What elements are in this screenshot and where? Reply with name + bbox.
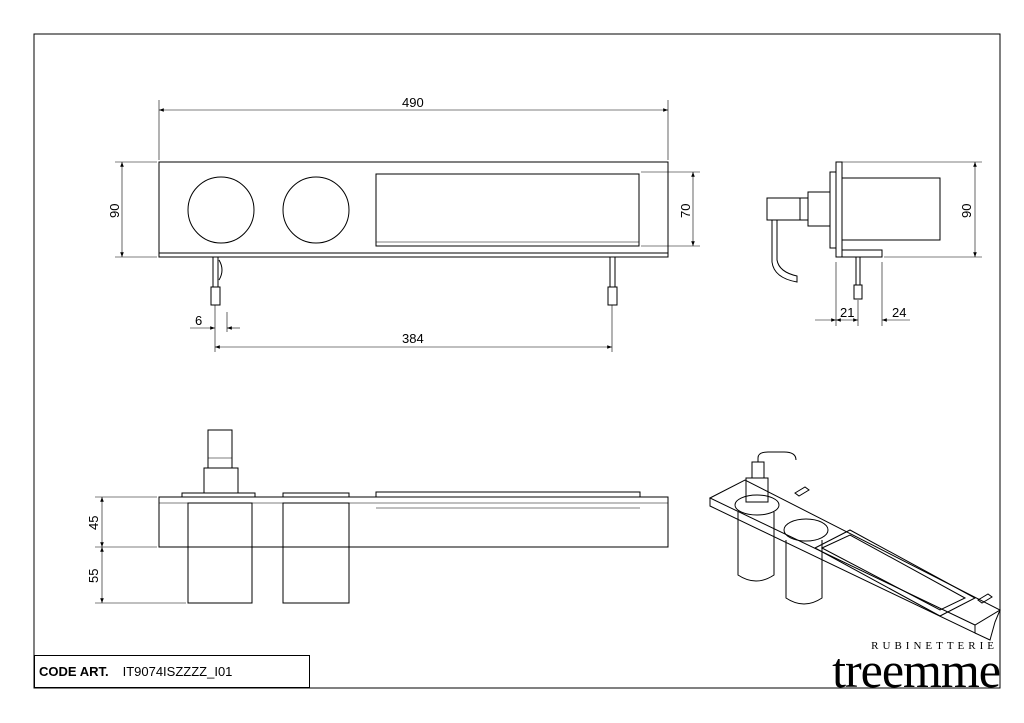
top-view [115,100,700,352]
dim-21: 21 [840,305,854,320]
dim-6: 6 [195,313,202,328]
dim-55: 55 [86,569,101,583]
drawing-border [33,33,1001,689]
dim-384: 384 [402,331,424,346]
code-label: CODE ART. [39,664,109,679]
isometric-view [708,451,1002,641]
dim-90-left: 90 [107,204,122,218]
title-block: CODE ART. IT9074ISZZZZ_I01 [34,655,310,688]
dim-24: 24 [892,305,906,320]
logo-brand: treemme [832,642,1001,698]
code-value: IT9074ISZZZZ_I01 [122,664,233,679]
dim-70: 70 [678,204,693,218]
screw-right [607,256,618,312]
screw-left [210,256,223,312]
dim-90-side: 90 [959,204,974,218]
dim-45: 45 [86,516,101,530]
dim-490: 490 [402,95,424,110]
logo-subtitle: RUBINETTERIE [871,640,998,652]
side-view [766,161,982,326]
front-view [95,429,669,604]
brand-logo: RUBINETTERIE treemme [760,640,1001,698]
